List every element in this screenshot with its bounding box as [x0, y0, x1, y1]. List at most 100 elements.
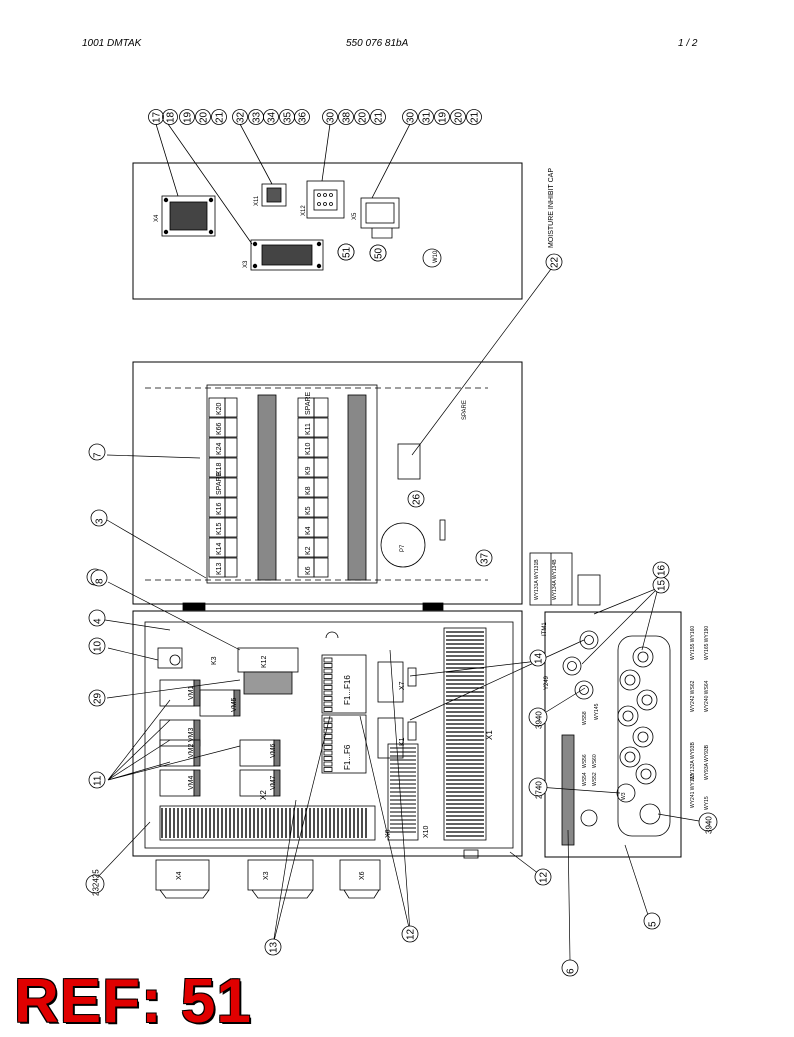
callout-circle	[370, 109, 386, 125]
callout-number-c7: 7	[93, 452, 104, 458]
w10-plug	[422, 248, 442, 268]
label-vm3-26: VM3	[188, 728, 195, 743]
cable-gland-core	[622, 710, 634, 722]
connector-x4	[161, 195, 216, 237]
callout-number: 34	[267, 111, 278, 123]
callout-circle	[162, 109, 178, 125]
callout-c14	[529, 649, 547, 667]
relay-base	[313, 457, 329, 478]
fuse-row-f6	[321, 714, 367, 774]
cable-gland	[632, 646, 654, 668]
relay-label-k9: K9	[305, 466, 312, 475]
callout-number: 30	[326, 111, 337, 123]
p7-meter	[380, 522, 426, 568]
vm-terminal	[233, 689, 241, 717]
cable-gland-core	[637, 731, 649, 743]
callout-c12a	[534, 868, 552, 886]
relay-base	[224, 497, 238, 518]
label-w10-6: W10	[433, 250, 439, 263]
label-vm2-25: VM2	[188, 744, 195, 759]
label-wy_n-44: WS60	[592, 754, 598, 768]
relay-base	[224, 437, 238, 458]
callout-number: 38	[342, 111, 353, 123]
ref-label: REF: 51	[14, 967, 252, 1036]
vm-terminal	[193, 769, 201, 797]
label-wy_d-34: WY165 WY190	[704, 626, 710, 660]
relay-label-k24: K24	[216, 442, 223, 455]
cable-gland-core	[624, 751, 636, 763]
relay-base	[313, 517, 329, 538]
fuse	[323, 745, 333, 750]
vm-module	[239, 739, 275, 767]
label-y249-18: Y249	[544, 675, 550, 690]
vm-module	[199, 689, 235, 717]
relay-label-k4: K4	[305, 526, 312, 535]
label-x10-8: X10	[423, 825, 430, 838]
fuse	[323, 690, 333, 696]
label-x4-1: X4	[154, 214, 160, 222]
callout-c10	[88, 637, 106, 655]
relay-label-k15: K15	[216, 522, 223, 535]
callout-number: 32	[236, 111, 247, 123]
label-vm4-27: VM4	[188, 776, 195, 791]
label-x12-4: X12	[301, 205, 307, 216]
relay-base	[224, 517, 238, 538]
callout-number-c26: 26	[412, 493, 423, 505]
callout-circle	[450, 109, 466, 125]
label-wy_f-36: WY240 WS64	[704, 680, 710, 712]
cable-gland-core	[640, 768, 652, 780]
gland-panel	[529, 552, 682, 858]
callout-number-c6: 6	[566, 968, 577, 974]
callout-circle	[211, 109, 227, 125]
callout-number-c51: 51	[342, 246, 353, 258]
relay-label-k16: K16	[216, 502, 223, 515]
relay-label-k14: K14	[216, 542, 223, 555]
callout-number: 31	[422, 111, 433, 123]
callout-c26	[407, 490, 425, 508]
label-wy_k-41: WY145	[594, 703, 600, 720]
label-w3-23: W3	[621, 792, 627, 800]
label-spare-47: SPARE	[462, 400, 468, 420]
fuse	[323, 707, 333, 712]
callout-c3940b	[698, 812, 718, 832]
callout-circles: 2251507326379841029111415163940274039402…	[85, 243, 718, 977]
vm-terminal	[193, 739, 201, 767]
header-left: 1001 DMTAK	[82, 38, 142, 49]
callout-c5	[643, 912, 661, 930]
callout-number-c2740: 2740	[535, 781, 544, 799]
moisture-cap-block	[397, 443, 421, 480]
fuse	[323, 756, 333, 761]
label-wy_l-42: WS58	[582, 711, 588, 725]
callout-number-c15: 15	[657, 579, 668, 591]
cable-gland-core	[584, 635, 594, 645]
label-x5-5: X5	[352, 212, 358, 220]
callout-number-c12b: 12	[406, 928, 417, 940]
label-itm-19: ITM1	[542, 622, 548, 636]
connector-x11	[261, 183, 287, 207]
callout-number-c8: 8	[95, 578, 106, 584]
label-k3-13: K3	[211, 656, 218, 665]
label-x6-7: X6	[385, 829, 392, 838]
connector-x5	[360, 197, 400, 229]
callout-number-c37: 37	[480, 552, 491, 564]
relay-base	[224, 557, 238, 578]
callout-c3	[90, 509, 108, 527]
callout-c2324	[85, 874, 105, 894]
relay-base	[224, 477, 238, 498]
callout-c3940a	[528, 707, 548, 727]
terminal-strip-a	[257, 394, 277, 581]
vm-terminal	[273, 739, 281, 767]
label-f_lower-16: F1...F6	[343, 744, 352, 770]
main-cabinet	[132, 610, 523, 899]
cable-gland-core	[579, 685, 589, 695]
relay-label-k11: K11	[305, 423, 312, 435]
relay-label-k13: K13	[216, 562, 223, 575]
relay-k1	[377, 717, 404, 759]
callout-number: 17	[152, 111, 163, 123]
callout-c11	[88, 771, 106, 789]
label-wy_p-46: WS54	[582, 772, 588, 786]
